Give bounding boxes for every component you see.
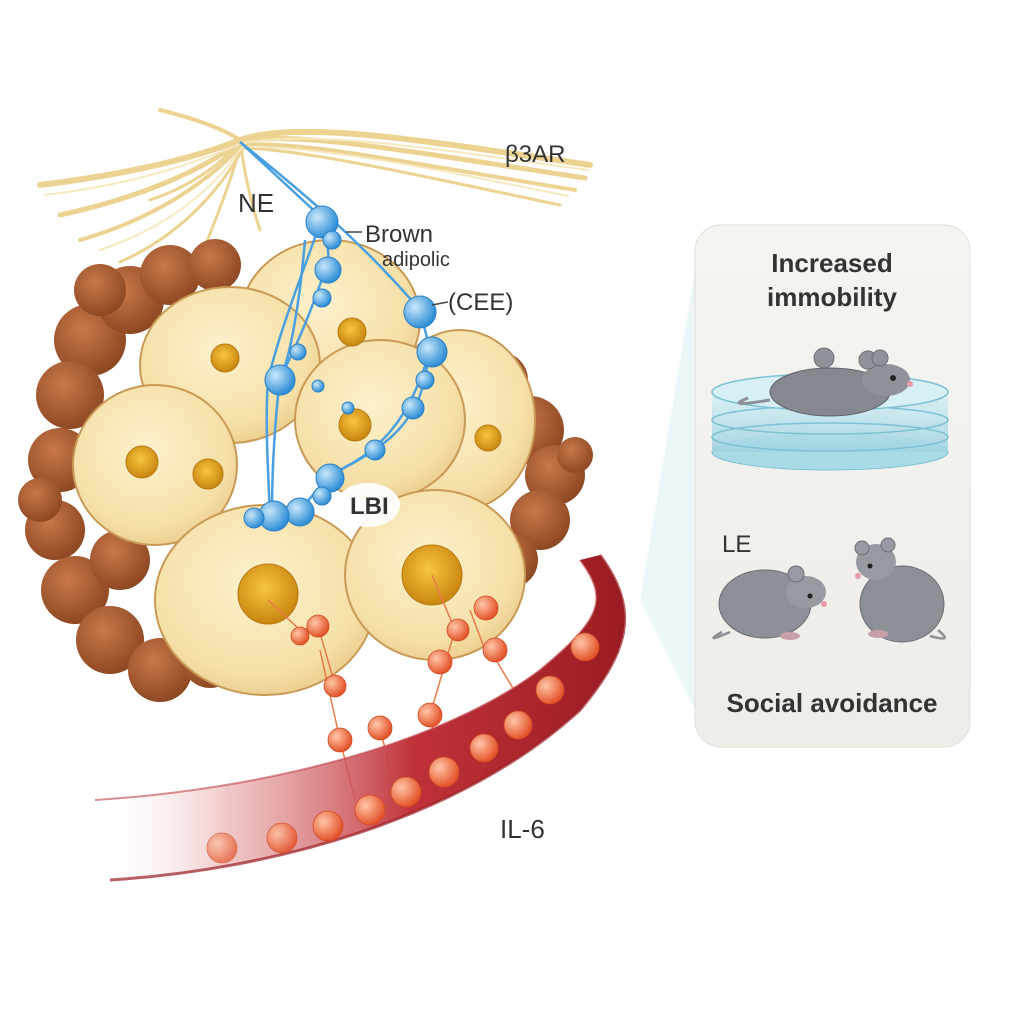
receptor-bead [415,370,435,390]
nucleus [338,408,372,442]
label-lbi: LBI [350,493,389,520]
cytokine [535,675,565,705]
cytokine-particles [206,595,600,864]
receptor-bead [312,288,332,308]
receptor-bead [364,439,386,461]
cytokine [427,649,453,675]
cee-pointer [431,301,449,306]
cytokine [312,810,344,842]
cytokine [570,632,600,662]
label-adipolic: adipolic [382,249,450,271]
behavior-panel: Increased immobility LE [694,224,971,748]
nucleus [210,343,240,373]
cytokine [367,715,393,741]
cytokine [446,618,470,642]
panel-connector [640,240,700,720]
nerve-fibers [37,108,593,264]
label-receptor: β3AR [505,141,566,168]
panel-mid-label: LE [722,531,751,558]
label-cee: (CEE) [448,289,513,316]
nuclei [125,317,502,625]
label-cytokine: IL-6 [500,814,545,844]
receptor-bead [314,256,342,284]
receptor-bead [305,205,339,239]
label-neurotransmitter: NE [238,188,274,218]
cytokine [503,710,533,740]
cytokine [323,674,347,698]
swimming-mouse-illustration [737,347,913,417]
nucleus [237,563,299,625]
panel-title-line2: immobility [767,282,898,312]
mouse-left-illustration [712,565,827,640]
lbi-bubble [336,483,400,527]
cytokine [469,733,499,763]
cytokine [206,832,238,864]
cytokine [290,626,310,646]
blood-vessel [94,554,627,882]
cytokine [306,614,330,638]
panel-title-line1: Increased [771,248,892,278]
receptor-bead [289,343,307,361]
cytokine [390,776,422,808]
cytokine [266,822,298,854]
nucleus [474,424,502,452]
panel-bottom-label: Social avoidance [727,688,938,718]
nerve-fibers-light [44,137,589,251]
cytokine [354,794,386,826]
nucleus [192,458,224,490]
cytokine [327,727,353,753]
receptor-bead [312,486,332,506]
label-brown: Brown [365,221,433,248]
nucleus [337,317,367,347]
nucleus [125,445,159,479]
receptor-bead [243,507,265,529]
receptor-bead [416,336,448,368]
cytokine [473,595,499,621]
receptor-bead [285,497,315,527]
receptor-bead [322,230,342,250]
receptor-bead [403,295,437,329]
receptor-bead [264,364,296,396]
receptor-bead [311,379,325,393]
cytokine [417,702,443,728]
receptor-bead [401,396,425,420]
cytokine [482,637,508,663]
receptor-bead [341,401,355,415]
cytokine [428,756,460,788]
mouse-right-illustration [854,537,946,643]
receptor-beads [243,205,448,532]
